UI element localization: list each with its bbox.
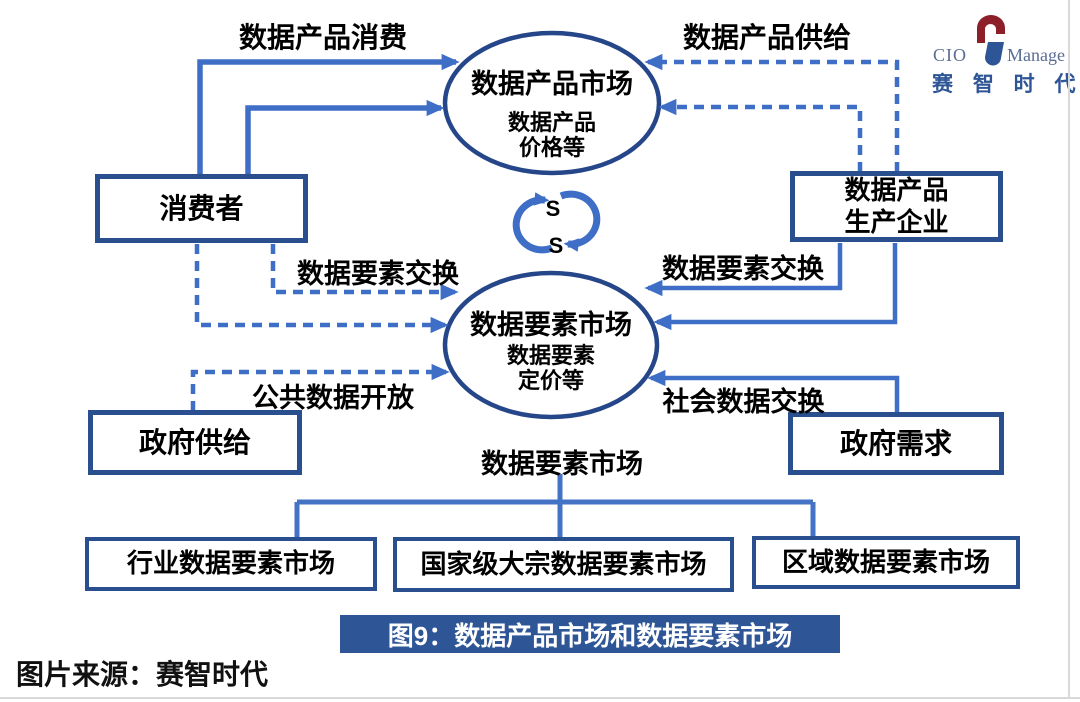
arrow-producer-to-element-market-1 (644, 243, 843, 297)
logo-red-arch-icon (977, 15, 1005, 43)
element-market-subtitle: 数据要素 定价等 (444, 343, 658, 393)
arrow-gov-supply-to-element-market (190, 363, 450, 411)
brand-logo-mark (977, 15, 1005, 66)
cycle-arrow-right (559, 190, 601, 252)
element-market-subtitle-line1: 数据要素 (506, 343, 595, 368)
cycle-arrow-left (512, 192, 554, 254)
national-market-box-label: 国家级大宗数据要素市场 (420, 548, 707, 579)
label-product-consume: 数据产品消费 (238, 22, 407, 53)
product-market-subtitle-line1: 数据产品 (507, 110, 596, 135)
label-element-exchange-left: 数据要素交换 (297, 259, 459, 289)
page-right-rule (1068, 0, 1070, 697)
regional-market-box: 区域数据要素市场 (752, 536, 1020, 589)
national-market-box: 国家级大宗数据要素市场 (393, 537, 734, 592)
product-market-subtitle-line2: 价格等 (518, 135, 585, 160)
product-market-subtitle: 数据产品 价格等 (445, 110, 659, 160)
gov-supply-box-label: 政府供给 (138, 426, 251, 458)
element-market-title: 数据要素市场 (470, 310, 632, 340)
label-product-supply: 数据产品供给 (682, 22, 851, 53)
consumer-box: 消费者 (95, 174, 308, 243)
logo-company-text: 赛 智 时 代 (932, 73, 1080, 96)
gov-demand-box: 政府需求 (788, 412, 1004, 475)
label-social-data-exchange: 社会数据交换 (662, 387, 825, 417)
regional-market-box-label: 区域数据要素市场 (781, 546, 990, 577)
page-bottom-rule (0, 697, 1080, 699)
arrow-consumer-to-product-market-1 (197, 53, 460, 176)
label-element-exchange-right: 数据要素交换 (662, 254, 824, 284)
label-element-market-tree-root: 数据要素市场 (481, 449, 643, 479)
cycle-s-top: S (545, 196, 561, 221)
figure-caption: 图9：数据产品市场和数据要素市场 (340, 615, 840, 653)
producer-box: 数据产品 生产企业 (790, 171, 1003, 242)
label-public-data-open: 公共数据开放 (252, 383, 414, 413)
arrow-producer-to-product-market-1 (644, 53, 900, 172)
producer-box-label-line2: 生产企业 (844, 206, 949, 237)
tree-connector (294, 474, 816, 540)
arrow-producer-to-product-market-2 (658, 98, 863, 172)
logo-manage-text: Manage (1007, 45, 1065, 65)
logo-blue-comma-icon (984, 42, 1004, 66)
element-market-subtitle-line2: 定价等 (517, 368, 584, 393)
brand-logo: CIO Manage 赛 智 时 代 (930, 12, 1080, 96)
cycle-s-bottom: S (548, 233, 564, 258)
arrow-consumer-to-product-market-2 (245, 99, 445, 176)
image-source-text: 图片来源：赛智时代 (16, 659, 269, 690)
logo-cio-text: CIO (933, 45, 967, 65)
gov-demand-box-label: 政府需求 (839, 427, 952, 459)
producer-box-label-line1: 数据产品 (844, 175, 949, 206)
arrow-consumer-to-element-market-2 (194, 244, 449, 334)
gov-supply-box: 政府供给 (88, 410, 302, 475)
arrow-gov-demand-to-element-market (647, 369, 900, 413)
consumer-box-label: 消费者 (159, 192, 244, 224)
product-market-title: 数据产品市场 (471, 69, 633, 99)
arrow-producer-to-element-market-2 (653, 243, 898, 331)
industry-market-box-label: 行业数据要素市场 (126, 548, 335, 579)
element-market-ellipse (442, 270, 660, 420)
industry-market-box: 行业数据要素市场 (85, 537, 377, 591)
